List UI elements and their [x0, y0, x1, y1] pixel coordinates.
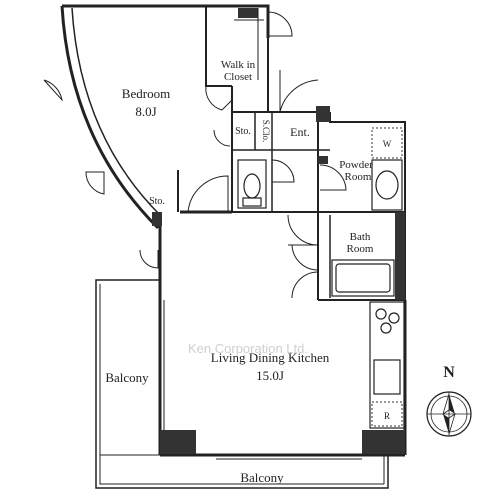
fridge-space — [371, 401, 403, 427]
bedroom-size: 8.0J — [135, 104, 156, 119]
ldk-label: Living Dining Kitchen — [211, 350, 330, 365]
closet-shelf — [234, 8, 264, 80]
structural-columns — [152, 8, 405, 454]
washer-label: W — [383, 139, 392, 149]
walk-in-closet-label-2: Closet — [224, 71, 252, 83]
compass: N — [426, 364, 472, 437]
compass-needle-north — [449, 394, 455, 414]
compass-needle-south-left — [443, 414, 449, 434]
balcony-side-label: Balcony — [105, 370, 149, 385]
bath-room-label-2: Room — [347, 243, 374, 255]
windows — [159, 300, 362, 460]
fridge-label: R — [384, 411, 390, 421]
walk-in-closet-label-1: Walk in — [221, 59, 256, 71]
bathtub — [331, 259, 395, 297]
storage-label-1: Sto. — [235, 126, 251, 137]
toilet-fixture — [237, 159, 267, 209]
powder-room-label-1: Powder — [339, 159, 373, 171]
bedroom-label: Bedroom — [122, 86, 170, 101]
storage-label-2: Sto. — [149, 196, 165, 207]
shoe-closet-label: S.Clo. — [261, 120, 271, 143]
kitchen-counter — [369, 301, 405, 429]
washer-space — [371, 127, 403, 159]
powder-sink — [371, 159, 403, 211]
entrance-label: Ent. — [290, 125, 310, 139]
powder-room-label-2: Room — [345, 171, 372, 183]
watermark: Ken Corporation Ltd. — [188, 341, 308, 356]
compass-north-label: N — [443, 364, 455, 381]
compass-needle-north-left — [442, 393, 450, 415]
bath-room-label-1: Bath — [350, 231, 371, 243]
balcony-bottom-label: Balcony — [240, 470, 284, 485]
ldk-size: 15.0J — [256, 368, 284, 383]
doors — [43, 11, 347, 299]
